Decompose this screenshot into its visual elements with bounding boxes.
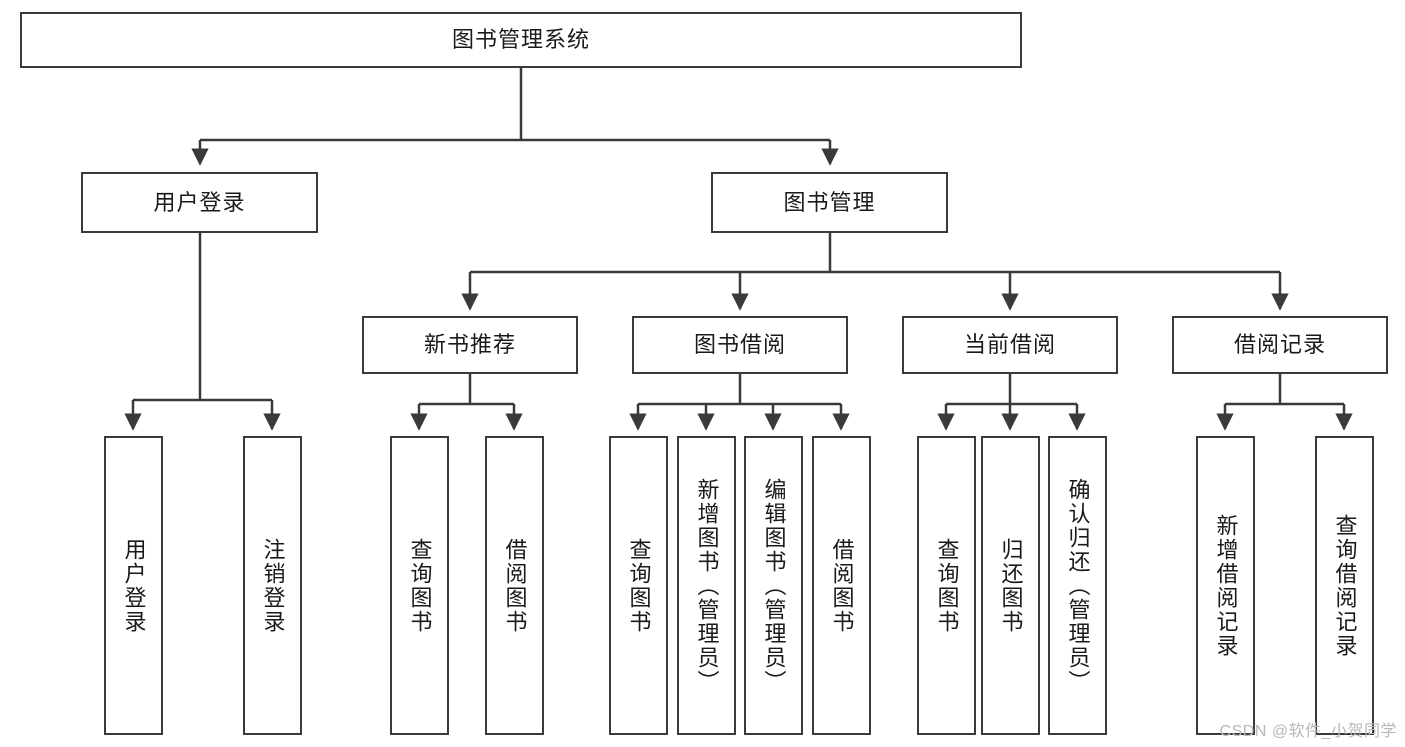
- node-leaf-borrow-borrow-book[interactable]: 借阅图书: [812, 436, 871, 735]
- node-leaf-newbook-query-book[interactable]: 查询图书: [390, 436, 449, 735]
- node-root[interactable]: 图书管理系统: [20, 12, 1022, 68]
- node-leaf-newbook-borrow-book[interactable]: 借阅图书: [485, 436, 544, 735]
- node-leaf-add-book-admin[interactable]: 新增图书（管理员）: [677, 436, 736, 735]
- node-leaf-query-borrow-record[interactable]: 查询借阅记录: [1315, 436, 1374, 735]
- node-borrow-record-label: 借阅记录: [1233, 332, 1326, 357]
- node-leaf-logout-label: 注销登录: [260, 537, 286, 634]
- node-borrow-record[interactable]: 借阅记录: [1172, 316, 1388, 374]
- node-leaf-current-query-book[interactable]: 查询图书: [917, 436, 976, 735]
- node-user-login[interactable]: 用户登录: [81, 172, 318, 233]
- node-leaf-return-book[interactable]: 归还图书: [981, 436, 1040, 735]
- node-leaf-logout[interactable]: 注销登录: [243, 436, 302, 735]
- watermark: CSDN @软件_小贺同学: [1219, 723, 1397, 740]
- node-book-borrow-label: 图书借阅: [693, 332, 786, 357]
- node-new-book-recommend[interactable]: 新书推荐: [362, 316, 578, 374]
- node-book-borrow[interactable]: 图书借阅: [632, 316, 848, 374]
- node-current-borrow-label: 当前借阅: [963, 332, 1056, 357]
- node-leaf-edit-book-admin-label: 编辑图书（管理员）: [761, 477, 787, 694]
- node-user-login-label: 用户登录: [153, 189, 246, 215]
- node-leaf-newbook-query-book-label: 查询图书: [407, 537, 433, 634]
- node-new-book-recommend-label: 新书推荐: [423, 332, 516, 357]
- node-leaf-user-login-label: 用户登录: [121, 537, 147, 634]
- node-leaf-confirm-return-admin-label: 确认归还（管理员）: [1065, 477, 1091, 694]
- node-leaf-return-book-label: 归还图书: [998, 537, 1024, 634]
- node-leaf-newbook-borrow-book-label: 借阅图书: [502, 537, 528, 634]
- node-leaf-borrow-borrow-book-label: 借阅图书: [829, 537, 855, 634]
- node-leaf-query-borrow-record-label: 查询借阅记录: [1332, 513, 1358, 658]
- node-book-management[interactable]: 图书管理: [711, 172, 948, 233]
- node-leaf-current-query-book-label: 查询图书: [934, 537, 960, 634]
- node-book-management-label: 图书管理: [783, 189, 876, 215]
- node-leaf-borrow-query-book[interactable]: 查询图书: [609, 436, 668, 735]
- node-leaf-confirm-return-admin[interactable]: 确认归还（管理员）: [1048, 436, 1107, 735]
- node-root-label: 图书管理系统: [451, 27, 590, 52]
- node-leaf-add-book-admin-label: 新增图书（管理员）: [694, 477, 720, 694]
- node-current-borrow[interactable]: 当前借阅: [902, 316, 1118, 374]
- node-leaf-user-login[interactable]: 用户登录: [104, 436, 163, 735]
- node-leaf-borrow-query-book-label: 查询图书: [626, 537, 652, 634]
- node-leaf-add-borrow-record[interactable]: 新增借阅记录: [1196, 436, 1255, 735]
- node-leaf-edit-book-admin[interactable]: 编辑图书（管理员）: [744, 436, 803, 735]
- node-leaf-add-borrow-record-label: 新增借阅记录: [1213, 513, 1239, 658]
